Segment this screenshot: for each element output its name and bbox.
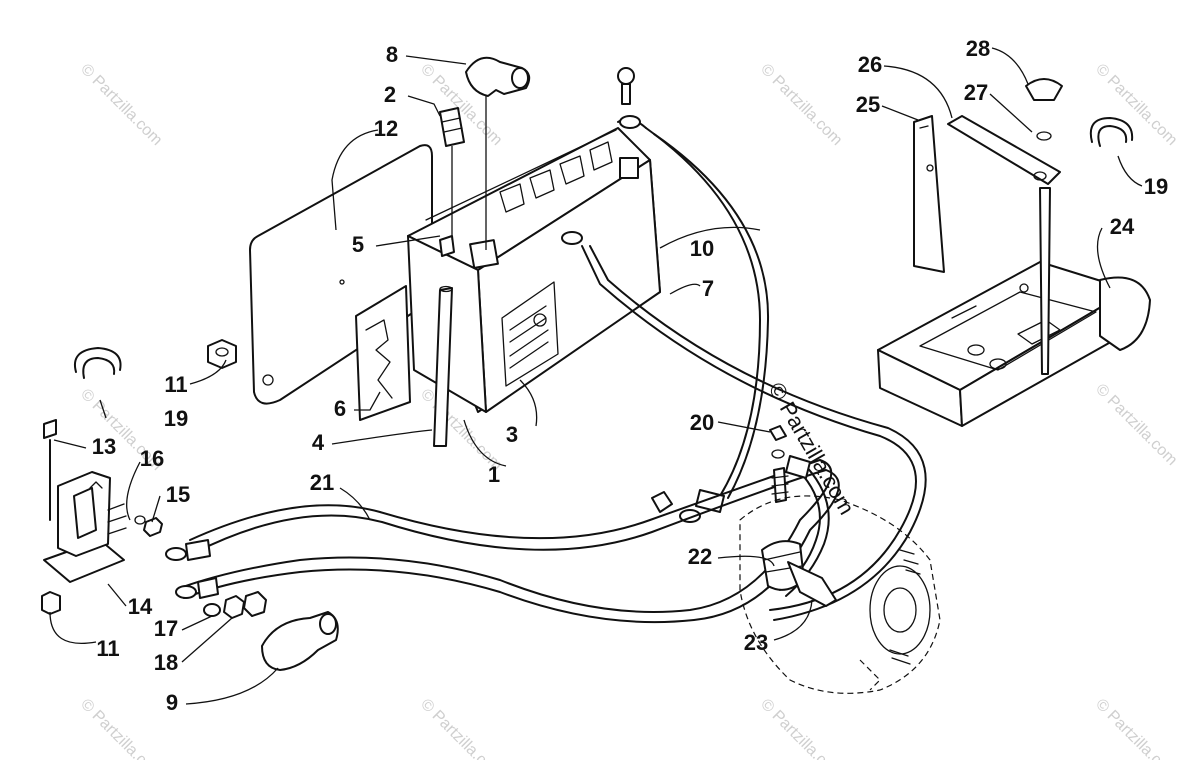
leader-lines [49,47,1143,705]
relay-nuts [134,515,267,619]
negative-cable [561,231,927,621]
hold-down-strap [913,115,945,273]
callout-10: 10 [690,236,714,261]
callout-3: 3 [506,422,518,447]
callout-labels: 1 2 3 4 5 6 7 8 9 10 11 11 12 13 14 15 1… [92,36,1168,715]
callout-12: 12 [374,116,398,141]
starter-cable [165,459,840,624]
watermark-faint: © Partzilla.com [77,696,165,760]
watermark-faint: © Partzilla.com [757,696,845,760]
nut-lower [41,591,61,615]
hold-down-bar [947,78,1063,375]
callout-16: 16 [140,446,164,471]
circlip-left [74,347,122,379]
callout-2: 2 [384,82,396,107]
callout-9: 9 [166,690,178,715]
callout-4: 4 [312,430,325,455]
callout-27: 27 [964,80,988,105]
vent-tube [433,285,453,447]
battery [407,127,661,413]
callout-6: 6 [334,396,346,421]
battery-bracket [355,285,411,421]
callout-7: 7 [702,276,714,301]
callout-14: 14 [128,594,153,619]
callout-22: 22 [688,544,712,569]
callout-17: 17 [154,616,178,641]
callout-1: 1 [488,462,500,487]
callout-15: 15 [166,482,190,507]
starter-motor [739,495,941,694]
callout-5: 5 [352,232,364,257]
watermark-faint: © Partzilla.com [417,696,505,760]
callout-20: 20 [690,410,714,435]
battery-cap [439,107,465,240]
callout-13: 13 [92,434,116,459]
starter-relay [43,419,127,583]
callout-21: 21 [310,470,334,495]
callout-24: 24 [1110,214,1135,239]
callout-19-right: 19 [1144,174,1168,199]
watermark-faint: © Partzilla.com [757,61,845,149]
watermark-faint: © Partzilla.com [1092,61,1180,149]
terminal-cover-top [465,56,531,250]
watermark-faint: © Partzilla.com [1092,696,1180,760]
terminal-boot-lower [261,611,339,671]
callout-23: 23 [744,630,768,655]
callout-26: 26 [858,52,882,77]
watermark-faint: © Partzilla.com [77,61,165,149]
callout-25: 25 [856,92,880,117]
callout-28: 28 [966,36,990,61]
callout-11-lower: 11 [96,636,119,661]
callout-19-left: 19 [164,406,188,431]
callout-11-upper: 11 [164,372,187,397]
callout-8: 8 [386,42,398,67]
circlip-right [1089,117,1134,147]
nut-upper [207,339,237,369]
watermark-faint: © Partzilla.com [1092,381,1180,469]
vent-fitting [439,235,455,257]
callout-18: 18 [154,650,178,675]
